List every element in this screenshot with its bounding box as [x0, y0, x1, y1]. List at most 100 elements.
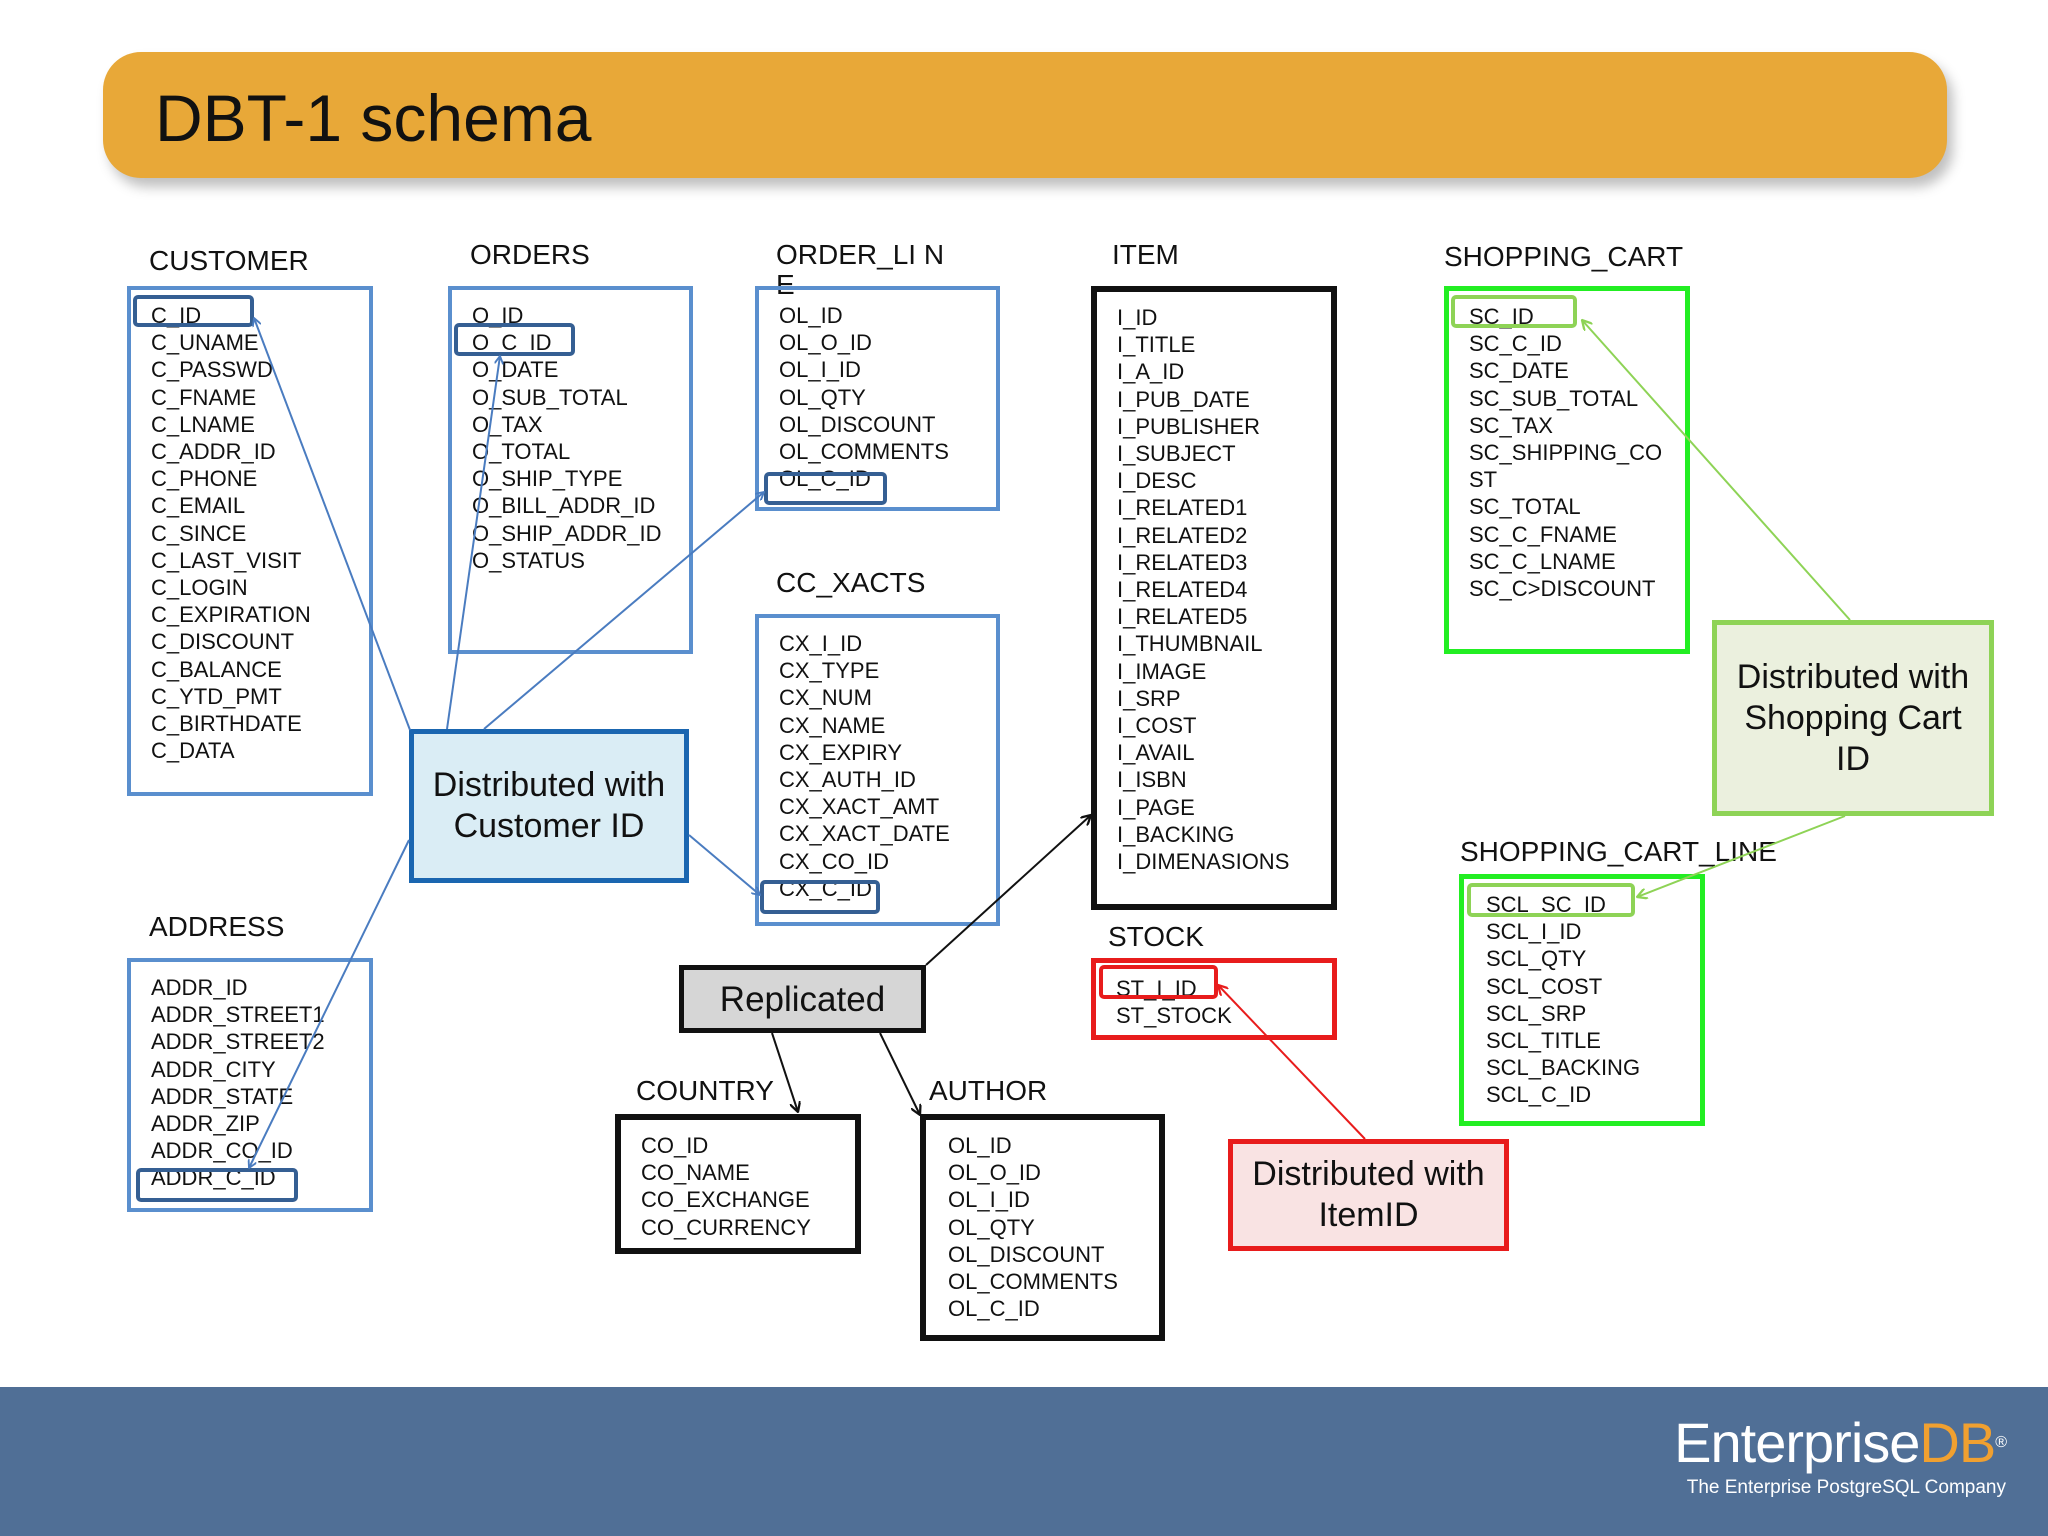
table-field: CO_NAME	[641, 1160, 750, 1186]
table-field: ADDR_CITY	[151, 1056, 276, 1082]
connector-to-st-i-id	[1218, 985, 1366, 1140]
table-field: CX_XACT_DATE	[779, 821, 950, 847]
table-field: ST	[1469, 467, 1498, 493]
table-field: OL_COMMENTS	[948, 1269, 1118, 1295]
table-field: I_AVAIL	[1117, 740, 1195, 766]
logo-tagline: The Enterprise PostgreSQL Company	[1686, 1477, 2006, 1498]
table-field: OL_C_ID	[779, 466, 871, 492]
table-field: C_SINCE	[151, 520, 247, 546]
table-field: SC_TAX	[1469, 412, 1553, 438]
connector-to-item	[925, 815, 1091, 966]
table-field: CX_AUTH_ID	[779, 767, 916, 793]
table-field: I_DIMENASIONS	[1117, 849, 1290, 875]
order-line-table-name: ORDER_LI NE	[776, 239, 945, 300]
stock-table-name: STOCK	[1108, 921, 1204, 952]
table-field: OL_O_ID	[779, 330, 872, 356]
table-field: CX_NUM	[779, 685, 872, 711]
table-field: CX_CO_ID	[779, 848, 890, 874]
table-field: C_DISCOUNT	[151, 629, 295, 655]
c-id-highlight	[133, 295, 254, 327]
table-field: O_DATE	[472, 357, 559, 383]
table-field: C_BIRTHDATE	[151, 711, 302, 737]
st-i-id-highlight	[1099, 965, 1218, 999]
table-field: C_LOGIN	[151, 575, 248, 601]
cc-xacts-table-name: CC_XACTS	[776, 567, 926, 598]
table-field: C_ADDR_ID	[151, 439, 276, 465]
table-field: C_DATA	[151, 738, 235, 764]
table-field: OL_O_ID	[948, 1160, 1041, 1186]
table-field: C_YTD_PMT	[151, 683, 282, 709]
address-table-name: ADDRESS	[149, 911, 285, 942]
table-field: SC_C_ID	[1469, 331, 1562, 357]
table-field: SCL_C_ID	[1486, 1082, 1592, 1108]
connector-to-o-c-id	[446, 356, 500, 730]
table-field: I_BACKING	[1117, 821, 1235, 847]
connector-to-addr-c-id	[249, 839, 410, 1168]
table-field: SC_C_FNAME	[1469, 521, 1617, 547]
connector-to-author	[879, 1032, 920, 1115]
table-field: OL_DISCOUNT	[779, 411, 936, 437]
table-field: I_RELATED3	[1117, 549, 1248, 575]
connector-to-ol-c-id	[483, 492, 764, 730]
table-field: SC_SHIPPING_CO	[1469, 440, 1663, 466]
connector-to-c-id	[254, 318, 411, 731]
table-field: C_FNAME	[151, 384, 257, 410]
item-table-name: ITEM	[1112, 239, 1179, 270]
table-field: I_SRP	[1117, 685, 1181, 711]
customer-table-name: CUSTOMER	[149, 245, 309, 276]
title-banner: DBT-1 schema	[103, 52, 1947, 178]
table-field: CX_XACT_AMT	[779, 794, 940, 820]
table-field: CO_ID	[641, 1133, 709, 1158]
table-field: C_BALANCE	[151, 656, 282, 682]
table-field: CX_I_ID	[779, 631, 863, 656]
table-field: CX_C_ID	[779, 875, 872, 901]
table-field: O_TAX	[472, 411, 543, 437]
logo-registered-mark: ®	[1995, 1434, 2007, 1451]
table-field: C_EMAIL	[151, 493, 246, 519]
slide-title: DBT-1 schema	[155, 81, 592, 155]
sc-id-highlight	[1451, 295, 1577, 328]
shopping-cart-line-table-name: SHOPPING_CART_LINE	[1460, 836, 1777, 867]
table-field: OL_ID	[779, 303, 843, 328]
connector-to-sc-id	[1582, 320, 1851, 621]
scl-sc-id-highlight	[1467, 883, 1635, 917]
table-field: SCL_COST	[1486, 973, 1603, 999]
table-field: OL_ID	[948, 1133, 1012, 1158]
table-field: CX_EXPIRY	[779, 739, 903, 765]
table-field: C_EXPIRATION	[151, 602, 311, 628]
table-field: ADDR_STREET2	[151, 1029, 325, 1055]
table-field: SC_C>DISCOUNT	[1469, 576, 1656, 602]
connector-to-scl-sc-id	[1637, 815, 1846, 897]
connector-to-cx-c-id	[688, 834, 760, 895]
table-field: OL_DISCOUNT	[948, 1241, 1105, 1267]
table-field: SCL_QTY	[1486, 946, 1587, 972]
table-field: C_UNAME	[151, 330, 259, 356]
table-field: OL_I_ID	[779, 357, 861, 383]
table-field: SC_DATE	[1469, 358, 1569, 384]
country-table-name: COUNTRY	[636, 1075, 774, 1106]
orders-table-name: ORDERS	[470, 239, 590, 270]
table-field: I_ID	[1117, 305, 1158, 330]
table-field: I_SUBJECT	[1117, 441, 1236, 467]
table-field: SC_TOTAL	[1469, 494, 1581, 520]
shopping-cart-distribution-callout: Distributed with Shopping Cart ID	[1712, 620, 1994, 816]
logo-text-enterprise: Enterprise	[1674, 1411, 1920, 1474]
table-field: SC_C_LNAME	[1469, 548, 1616, 574]
logo-text-db: DB	[1919, 1411, 1996, 1474]
o-c-id-highlight	[454, 323, 575, 356]
table-field: SC_SUB_TOTAL	[1469, 385, 1639, 411]
